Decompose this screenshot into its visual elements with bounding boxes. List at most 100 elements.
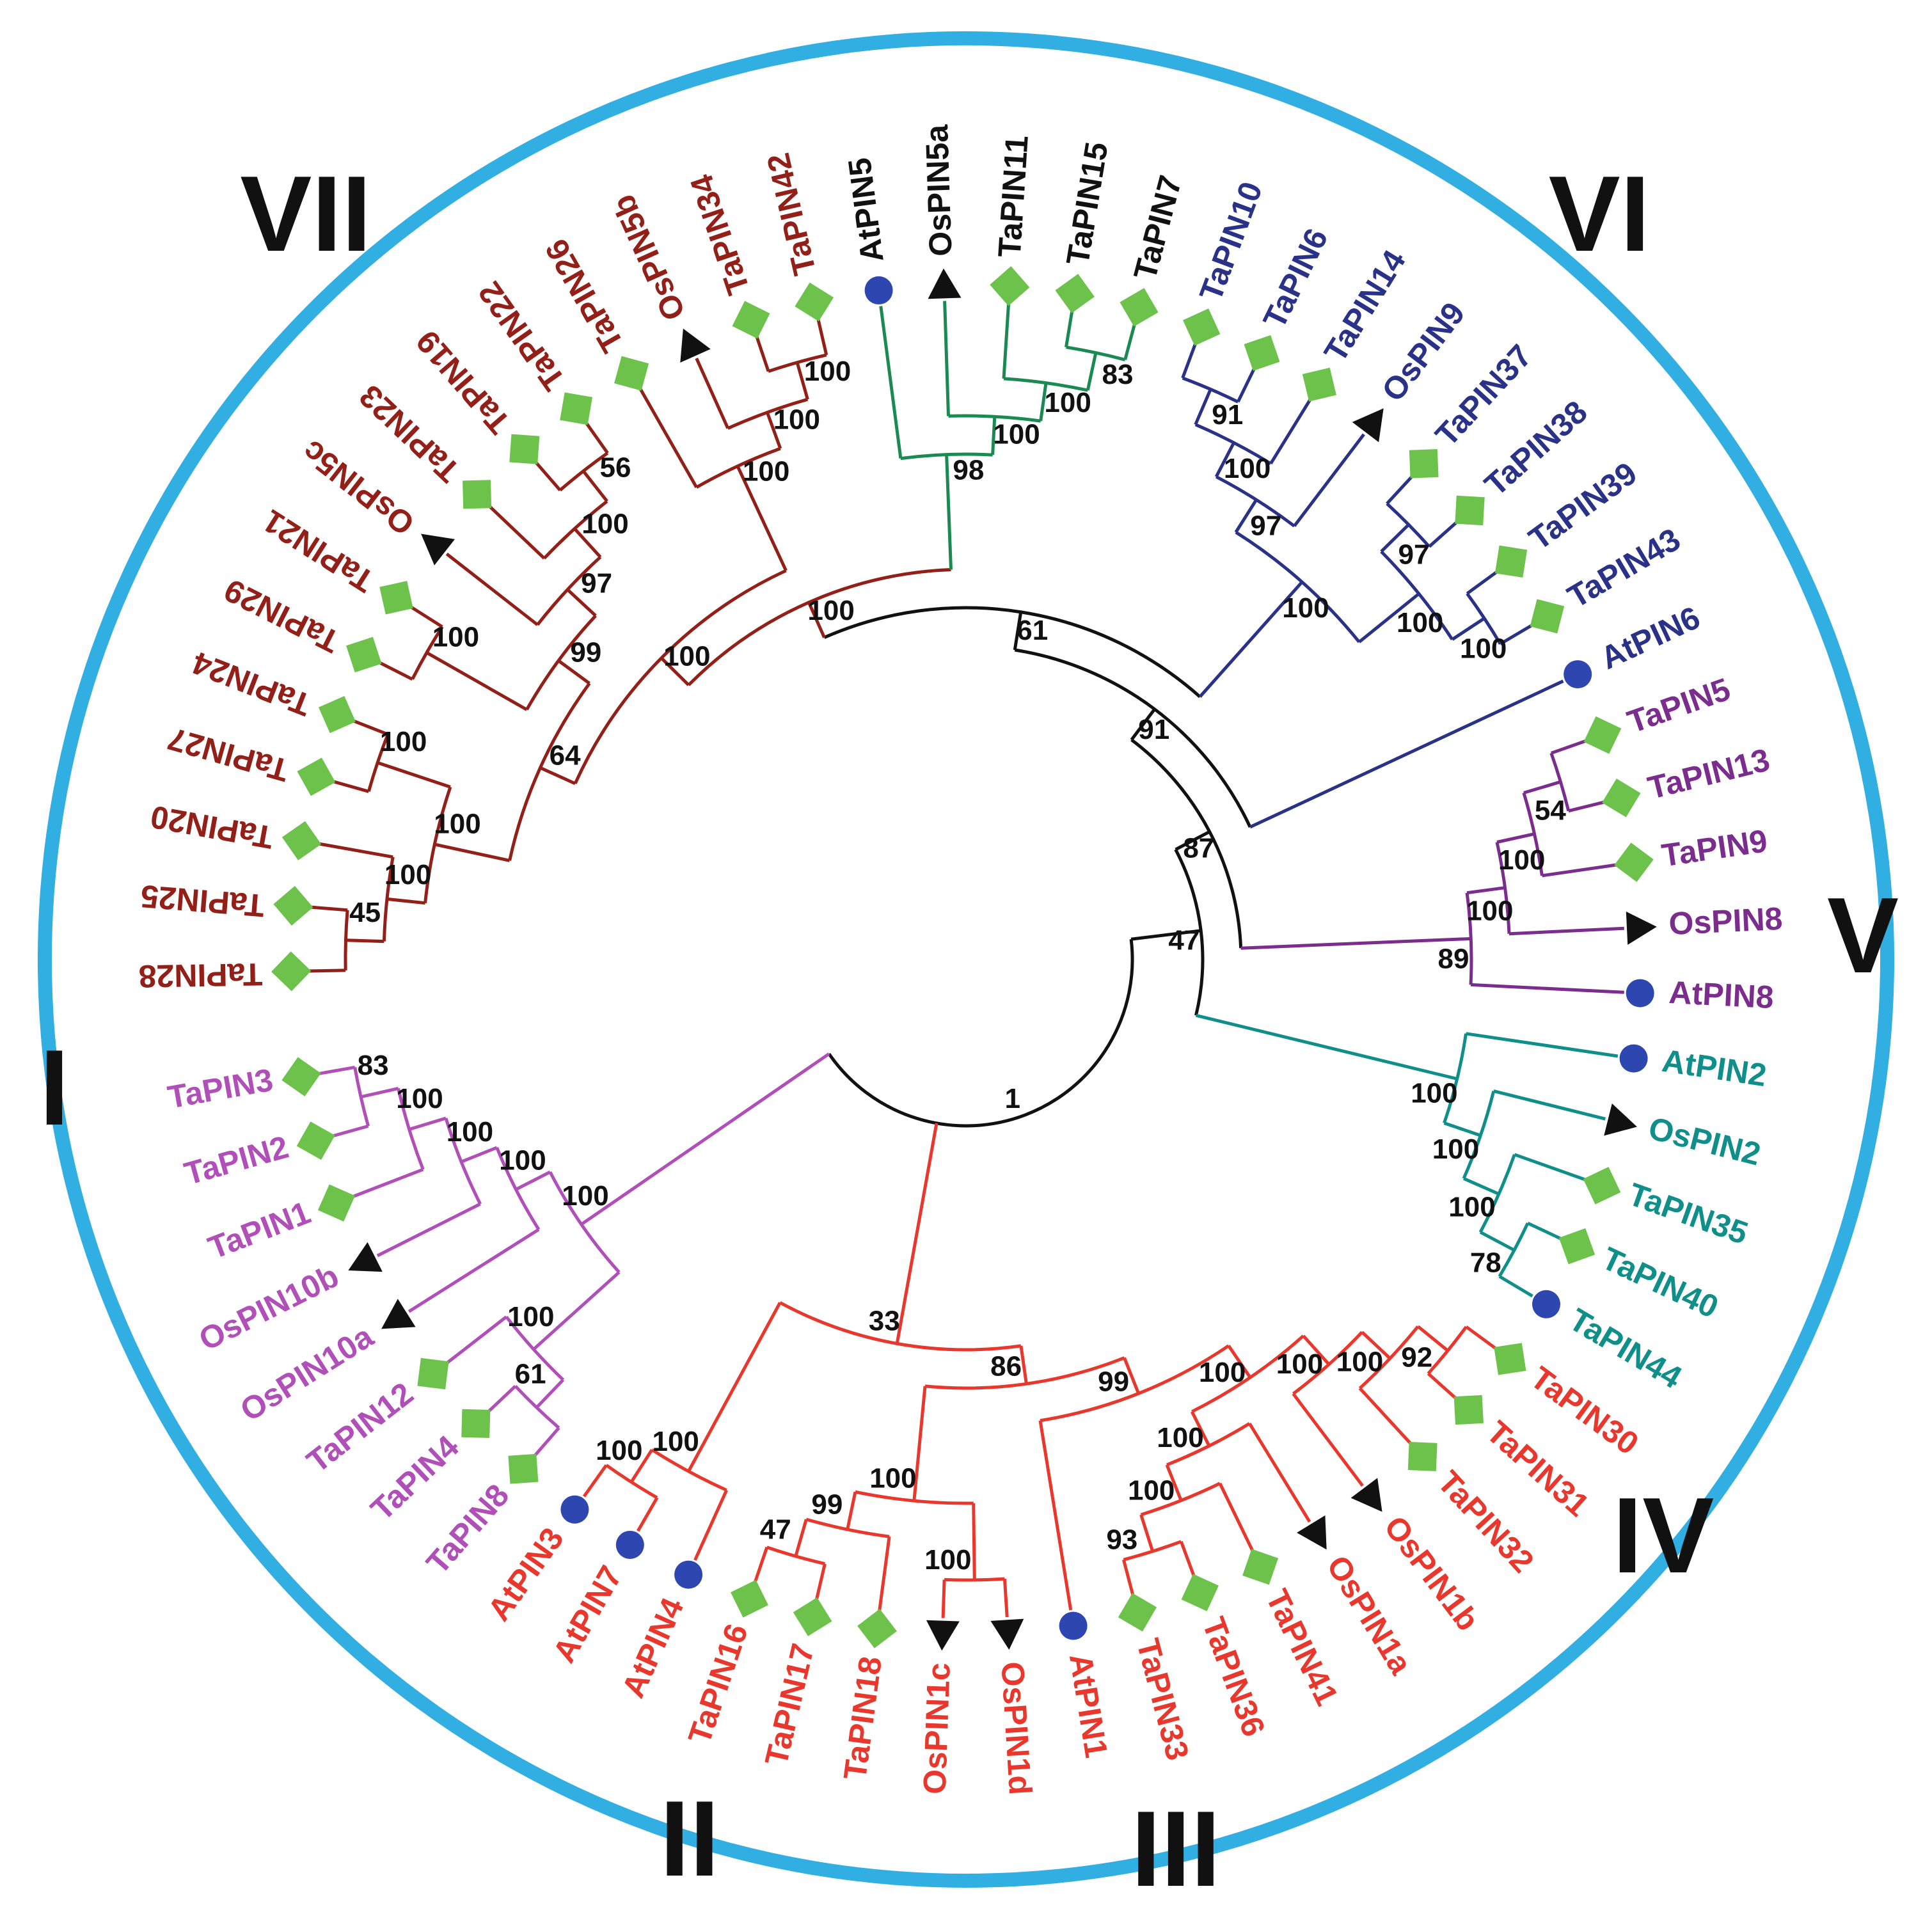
- support-value: 100: [1157, 1422, 1203, 1453]
- green-diamond-marker: [1494, 1343, 1526, 1375]
- tree-branch-arc: [1235, 530, 1361, 644]
- support-value: 100: [380, 726, 427, 757]
- leaf-label: TaPIN22: [471, 275, 573, 397]
- blue-circle-marker: [864, 276, 893, 304]
- tree-branch-radial: [1065, 309, 1074, 348]
- support-value: 78: [1470, 1247, 1501, 1279]
- tree-branch-radial: [972, 1503, 976, 1580]
- leaf-label: TaPIN5: [1623, 671, 1735, 740]
- tree-branch-radial: [1466, 569, 1500, 595]
- support-value: 83: [358, 1050, 389, 1081]
- tree-branch-arc: [1182, 376, 1239, 404]
- tree-branch-radial: [1361, 1331, 1391, 1360]
- tree-branch-radial: [1249, 679, 1564, 829]
- tree-branch-arc: [525, 614, 597, 711]
- leaf-label: TaPIN44: [1563, 1301, 1688, 1395]
- tree-branches: [307, 301, 1624, 1618]
- tree-branch-radial: [1358, 592, 1420, 644]
- green-diamond-marker: [281, 821, 322, 860]
- support-value: 100: [1466, 896, 1513, 927]
- tree-branch-arc: [1215, 475, 1295, 528]
- tree-branch-radial: [573, 527, 602, 558]
- tree-branch-arc: [1380, 550, 1454, 640]
- leaf-label: TaPIN33: [1130, 1635, 1196, 1764]
- tree-branch-radial: [331, 779, 369, 793]
- support-value: 83: [1102, 359, 1134, 390]
- tree-branch-radial: [425, 651, 528, 711]
- leaf-label: AtPIN8: [1668, 974, 1775, 1015]
- green-diamond-marker: [463, 480, 492, 509]
- support-value: 100: [1044, 387, 1091, 418]
- leaf-label: TaPIN29: [219, 572, 345, 660]
- black-triangle-marker: [1297, 1515, 1327, 1550]
- blue-circle-marker: [1532, 1290, 1560, 1318]
- leaf-label: OsPIN1c: [917, 1662, 957, 1795]
- tree-branch-arc: [1462, 1090, 1496, 1180]
- leaf-label: TaPIN43: [1562, 521, 1686, 615]
- tree-branch-radial: [307, 968, 346, 973]
- tree-branch-arc: [687, 568, 951, 686]
- tree-branch-radial: [317, 1065, 356, 1076]
- tree-branch-radial: [1443, 1121, 1482, 1137]
- leaf-label: TaPIN8: [420, 1477, 516, 1581]
- support-value: 100: [1276, 1348, 1323, 1380]
- blue-circle-marker: [1059, 1611, 1088, 1640]
- clade-label-VII: VII: [240, 154, 371, 274]
- blue-circle-marker: [1626, 979, 1654, 1008]
- tree-branch-arc: [779, 1301, 1022, 1352]
- support-value: 100: [1224, 453, 1271, 484]
- tree-branch-radial: [1214, 441, 1235, 478]
- green-diamond-marker: [1494, 545, 1528, 578]
- tree-branch-arc: [1003, 377, 1088, 392]
- tree-branch-radial: [1499, 622, 1535, 645]
- tree-branch-arc: [944, 1577, 1005, 1582]
- leaf-label: TaPIN18: [837, 1654, 889, 1782]
- leaf-label: TaPIN40: [1597, 1240, 1724, 1325]
- leaf-label: TaPIN6: [1256, 223, 1335, 334]
- tree-branch-radial: [1527, 1221, 1564, 1241]
- tree-branch-arc: [1014, 648, 1252, 828]
- tree-branch-radial: [582, 1464, 608, 1498]
- tree-branch-radial: [1121, 1559, 1136, 1597]
- green-diamond-marker: [732, 301, 770, 339]
- tree-branch-arc: [1427, 1325, 1468, 1375]
- support-value: 100: [1128, 1475, 1175, 1506]
- tree-branch-arc: [382, 857, 395, 942]
- leaf-label: TaPIN20: [148, 798, 276, 855]
- tree-branch-arc: [542, 500, 608, 560]
- black-triangle-marker: [990, 1618, 1024, 1650]
- green-diamond-marker: [1409, 448, 1439, 478]
- tree-branch-radial: [687, 1302, 782, 1473]
- support-value: 87: [1183, 833, 1214, 864]
- tree-branch-radial: [1130, 929, 1201, 941]
- tree-branch-radial: [1139, 1514, 1155, 1552]
- green-diamond-marker: [317, 1184, 356, 1222]
- support-value: 100: [432, 621, 479, 652]
- support-value: 47: [760, 1514, 791, 1545]
- tree-branch-radial: [557, 659, 590, 685]
- clade-numerals: I II III IV V VI VII: [40, 154, 1899, 1909]
- tree-branch-arc: [948, 414, 1041, 423]
- support-value: 100: [507, 1301, 554, 1332]
- leaf-label: AtPIN3: [480, 1521, 571, 1627]
- tree-branch-radial: [1479, 1230, 1516, 1252]
- leaf-label: TaPIN19: [409, 324, 518, 441]
- support-value: 97: [1250, 510, 1281, 541]
- tree-branch-arc: [1140, 1482, 1221, 1517]
- support-value: 61: [515, 1359, 546, 1390]
- leaf-label: TaPIN3: [165, 1062, 276, 1116]
- tree-branch-radial: [351, 1167, 424, 1199]
- tree-branch-radial: [445, 1315, 508, 1366]
- leaf-label: TaPIN27: [164, 720, 293, 788]
- leaf-label: OsPIN8: [1668, 901, 1783, 942]
- tree-branch-arc: [651, 1448, 727, 1492]
- tree-branch-radial: [515, 1170, 551, 1191]
- tree-branch-radial: [660, 656, 690, 686]
- leaf-label: OsPIN9: [1375, 296, 1472, 408]
- tree-branch-radial: [486, 1384, 517, 1414]
- leaf-label: TaPIN10: [1192, 177, 1269, 306]
- tree-branch-radial: [1002, 302, 1011, 379]
- tree-branch-radial: [846, 1491, 857, 1530]
- tree-branch-radial: [1234, 498, 1258, 534]
- leaf-label: TaPIN13: [1644, 741, 1773, 806]
